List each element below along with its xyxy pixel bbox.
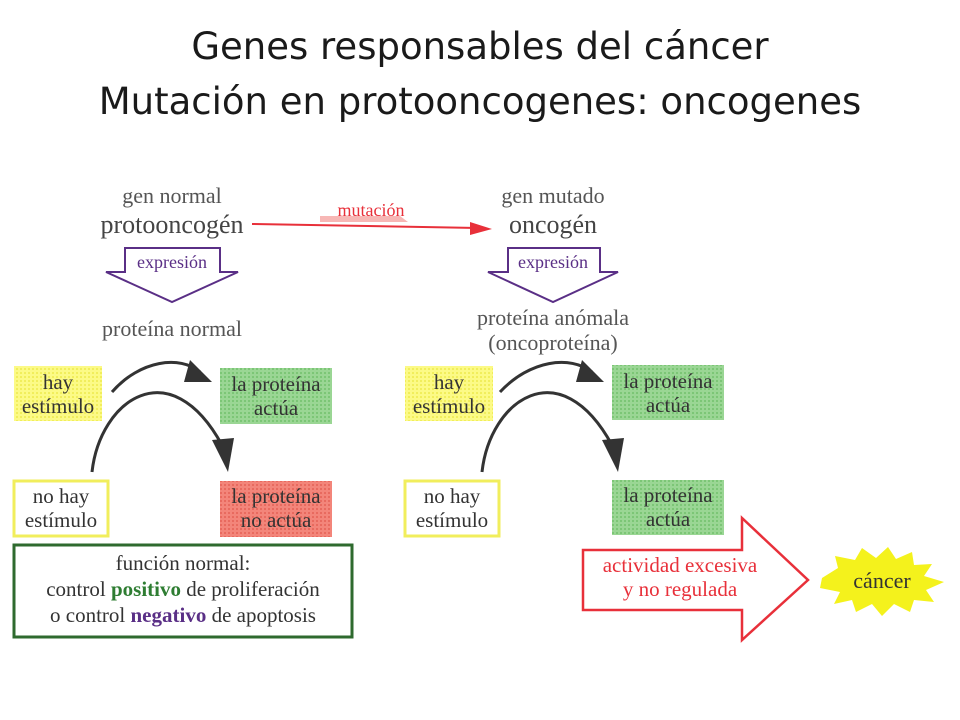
oncogen-label: oncogén: [509, 210, 597, 239]
mutation-arrow: [251, 216, 492, 235]
no-hay-estimulo-box-right: [403, 479, 501, 538]
protein-no-acts-line2: no actúa: [241, 508, 312, 532]
no-hay-line1-right: no hay: [424, 484, 481, 508]
expression-label-left: expresión: [137, 252, 207, 272]
protein-acts-line2-right-1: actúa: [646, 393, 691, 417]
protein-acts-box-right-1: [612, 365, 724, 420]
curved-arrows-right: [480, 360, 624, 473]
expression-arrow-right: [487, 247, 619, 304]
cancer-label: cáncer: [853, 568, 911, 593]
protein-normal-label: proteína normal: [102, 316, 242, 341]
protooncogen-label: protooncogén: [101, 210, 244, 239]
title-line-2: Mutación en protooncogenes: oncogenes: [98, 80, 862, 123]
gen-normal-label: gen normal: [122, 183, 222, 208]
protein-acts-line2-right-2: actúa: [646, 507, 691, 531]
no-hay-estimulo-box-left: [12, 479, 110, 538]
mutation-label: mutación: [338, 200, 405, 220]
function-box: [12, 543, 354, 639]
excess-line1: actividad excesiva: [603, 553, 758, 577]
protein-no-acts-box: [220, 481, 332, 537]
function-line2: control positivo de proliferación: [46, 577, 320, 601]
protein-acts-box-right-2: [612, 480, 724, 535]
protein-anomala-line1: proteína anómala: [477, 305, 629, 330]
cancer-starburst: [820, 547, 944, 616]
expression-arrow-left: [105, 247, 239, 304]
excess-activity-arrow: [581, 515, 810, 643]
excess-line2: y no regulada: [623, 577, 738, 601]
expression-label-right: expresión: [518, 252, 588, 272]
protein-acts-line1-left: la proteína: [231, 372, 321, 396]
hay-estimulo-line1-left: hay: [43, 370, 74, 394]
protein-acts-box-left: [220, 368, 332, 424]
protein-anomala-line2: (oncoproteína): [488, 330, 618, 355]
hay-estimulo-line2-right: estímulo: [413, 394, 485, 418]
hay-estimulo-box-left: [14, 366, 102, 421]
hay-estimulo-line2-left: estímulo: [22, 394, 94, 418]
curved-arrows-left: [90, 360, 234, 473]
hay-estimulo-line1-right: hay: [434, 370, 465, 394]
title-line-1: Genes responsables del cáncer: [191, 25, 769, 68]
no-hay-line2-right: estímulo: [416, 508, 488, 532]
no-hay-line2-left: estímulo: [25, 508, 97, 532]
protein-acts-line1-right-1: la proteína: [623, 369, 713, 393]
function-line1: función normal:: [116, 551, 251, 575]
function-line3: o control negativo de apoptosis: [50, 603, 316, 627]
protein-no-acts-line1: la proteína: [231, 484, 321, 508]
hay-estimulo-box-right: [405, 366, 493, 421]
gen-mutado-label: gen mutado: [501, 183, 604, 208]
protein-acts-line2-left: actúa: [254, 396, 299, 420]
protein-acts-line1-right-2: la proteína: [623, 483, 713, 507]
no-hay-line1-left: no hay: [33, 484, 90, 508]
